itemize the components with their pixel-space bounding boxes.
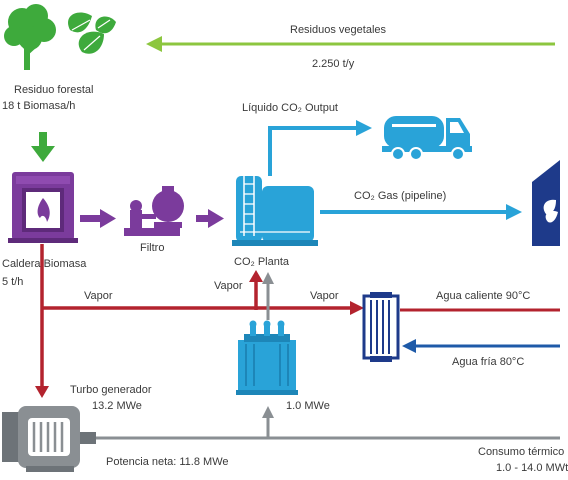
co2-gas-arrow [320, 204, 522, 220]
steam-lines [35, 244, 364, 398]
biomass-feed-arrow [31, 132, 55, 162]
caldera-rate: 5 t/h [2, 276, 24, 288]
cold-water-line [402, 339, 560, 353]
filtro-label: Filtro [140, 242, 165, 254]
liquid-co2-output-label: Líquido CO₂ Output [242, 102, 338, 114]
consumo-range: 1.0 - 14.0 MWt [496, 462, 568, 474]
vapor-right-label: Vapor [310, 290, 339, 302]
plant-power-line [262, 272, 274, 320]
tanker-truck-icon [382, 116, 472, 161]
vapor-mid-label: Vapor [214, 280, 243, 292]
transformer-power: 1.0 MWe [286, 400, 330, 412]
filter-icon [124, 186, 184, 236]
residuos-vegetales-rate: 2.250 t/y [312, 58, 355, 70]
residuos-vegetales-arrow [146, 36, 555, 52]
co2-plant-icon [232, 174, 318, 246]
heat-exchanger-icon [362, 292, 400, 362]
residuo-forestal-title: Residuo forestal [14, 84, 94, 96]
leaves-icon [68, 12, 116, 54]
turbo-power: 13.2 MWe [92, 400, 142, 412]
generator-icon [2, 406, 96, 472]
residuo-forestal-rate: 18 t Biomasa/h [2, 100, 76, 112]
boiler-to-filter-arrow [80, 209, 116, 228]
greenhouse-icon [532, 160, 560, 246]
agua-caliente-label: Agua caliente 90°C [436, 290, 531, 302]
vapor-left-label: Vapor [84, 290, 113, 302]
consumo-title: Consumo térmico [478, 446, 565, 458]
filter-to-plant-arrow [196, 209, 224, 228]
co2-planta-label: CO₂ Planta [234, 256, 290, 268]
biomass-boiler-icon [8, 172, 78, 243]
trees-icon [4, 4, 56, 70]
liquid-co2-arrow [268, 120, 372, 176]
potencia-neta-label: Potencia neta: 11.8 MWe [106, 456, 229, 468]
transformer-icon [236, 320, 298, 395]
caldera-label: Caldera Biomasa [2, 258, 87, 270]
agua-fria-label: Agua fría 80°C [452, 356, 525, 368]
turbo-title: Turbo generador [70, 384, 152, 396]
residuos-vegetales-label: Residuos vegetales [290, 24, 387, 36]
power-line [96, 406, 560, 440]
co2-gas-label: CO₂ Gas (pipeline) [354, 190, 447, 202]
